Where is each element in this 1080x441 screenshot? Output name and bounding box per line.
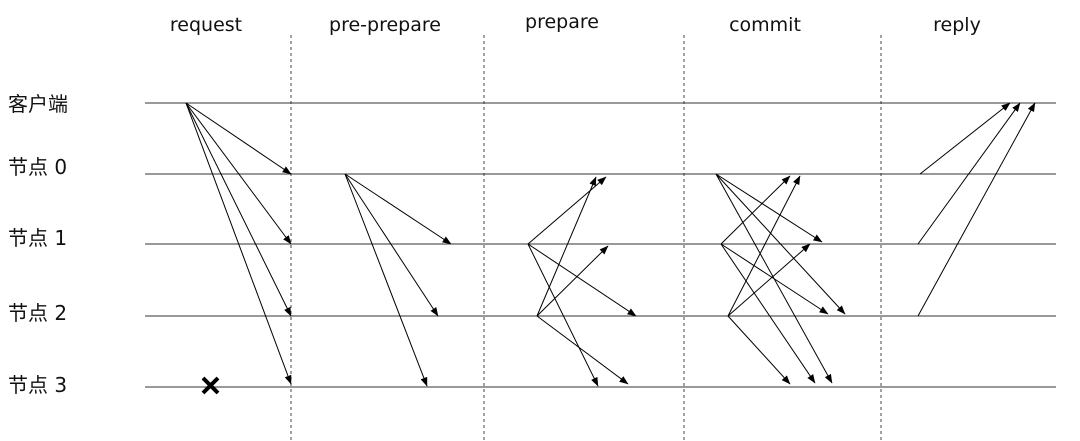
- message-arrow: [919, 102, 1011, 175]
- message-arrow: [720, 175, 791, 245]
- phase-separators: [290, 35, 882, 441]
- message-arrow: [527, 176, 607, 245]
- node-label-client: 客户端: [8, 92, 68, 116]
- message-arrow: [185, 102, 292, 385]
- prepare-messages: [527, 176, 637, 387]
- message-arrow: [527, 243, 637, 317]
- message-arrow: [344, 173, 428, 387]
- phase-label-reply: reply: [933, 14, 981, 36]
- phase-label-pre-prepare: pre-prepare: [329, 14, 441, 36]
- preprepare-messages: [344, 173, 452, 387]
- message-arrow: [727, 175, 801, 317]
- message-arrow: [727, 315, 791, 385]
- node-label-3: 节点 3: [8, 373, 68, 397]
- message-arrow: [536, 176, 597, 317]
- phase-label-commit: commit: [729, 14, 801, 36]
- phase-label-request: request: [169, 14, 243, 36]
- node-label-2: 节点 2: [8, 301, 68, 325]
- message-arrow: [344, 173, 439, 317]
- message-arrow: [720, 243, 829, 315]
- message-arrow: [536, 315, 629, 385]
- message-arrow: [344, 173, 452, 245]
- message-arrow: [715, 173, 846, 315]
- failure-cross-icon: [201, 376, 220, 395]
- commit-messages: [715, 173, 846, 385]
- reply-messages: [917, 102, 1036, 317]
- node-label-0: 节点 0: [8, 155, 68, 179]
- phase-label-prepare: prepare: [525, 11, 599, 33]
- timelines: [145, 102, 1056, 388]
- message-arrow: [727, 243, 811, 317]
- message-arrow: [715, 173, 823, 243]
- message-arrow: [917, 102, 1036, 317]
- message-arrow: [185, 102, 292, 175]
- message-arrow: [720, 243, 816, 384]
- message-arrow: [185, 102, 292, 317]
- message-arrow: [185, 102, 292, 245]
- message-arrow: [527, 243, 599, 387]
- request-messages: [185, 102, 292, 385]
- node-label-1: 节点 1: [8, 226, 68, 250]
- message-arrow: [917, 102, 1021, 245]
- message-arrow: [536, 245, 609, 317]
